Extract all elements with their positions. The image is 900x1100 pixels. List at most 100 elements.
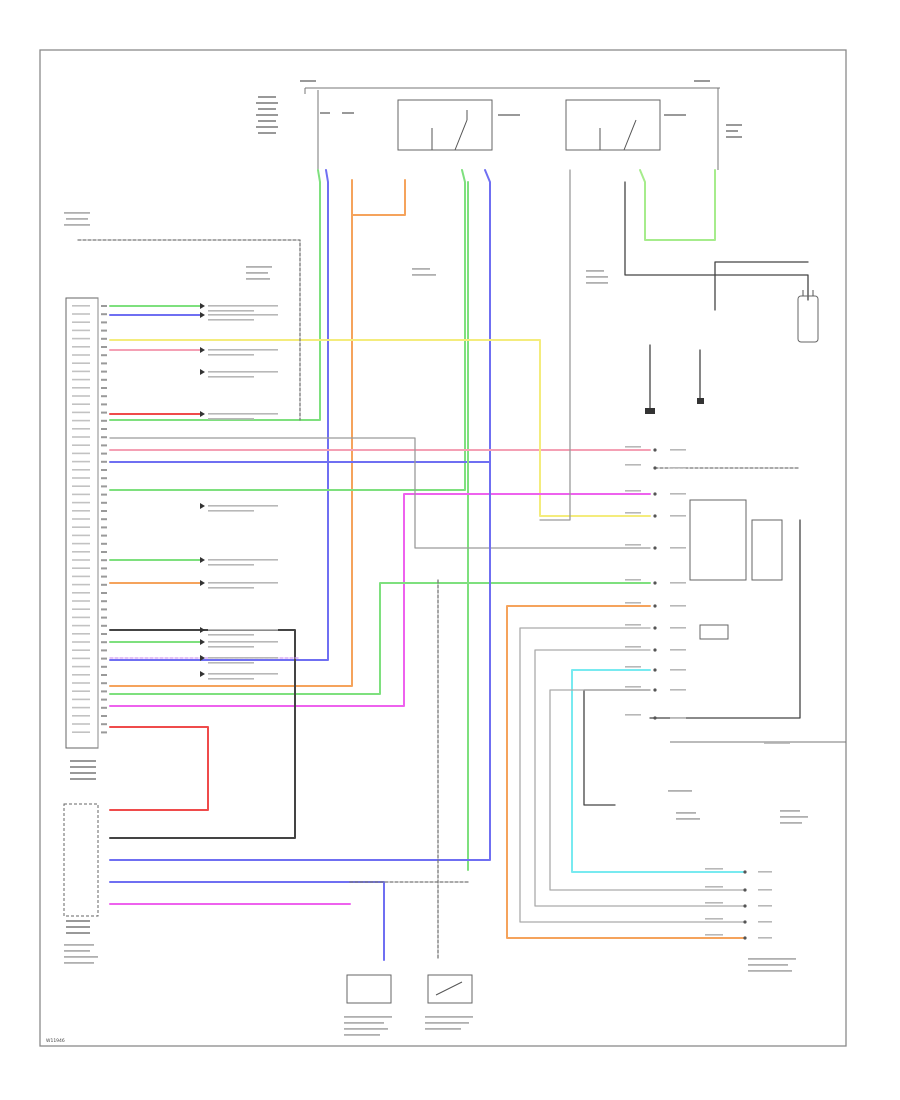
pin-label	[670, 449, 686, 451]
pcm-pin-label	[72, 600, 90, 602]
component-label	[748, 958, 796, 960]
pcm-pin	[101, 526, 107, 529]
right-pin	[653, 448, 657, 452]
destination-label	[208, 559, 278, 561]
arrow-marker-icon	[200, 627, 205, 633]
pcm-pin-label	[72, 485, 90, 487]
pcm-pin-label	[72, 731, 90, 733]
destination-label	[208, 641, 278, 643]
pcm-pin	[101, 354, 107, 357]
pcm-pin-label	[72, 362, 90, 364]
ecm-connector	[63, 803, 99, 934]
wire-color-label	[625, 624, 641, 626]
pcm-pin	[101, 346, 107, 348]
pin-label	[670, 669, 686, 671]
pcm-pin-label	[72, 477, 90, 479]
arrow-marker-icon	[200, 312, 205, 318]
right-pin	[743, 888, 747, 892]
right-connector	[670, 499, 846, 743]
label-ticks	[64, 212, 808, 1036]
pcm-pin-label	[72, 551, 90, 553]
pin-label	[758, 921, 772, 923]
pcm-pin	[101, 518, 107, 521]
pcm-pin-label	[72, 534, 90, 537]
pin-label	[670, 717, 686, 719]
wire-color-label	[625, 579, 641, 581]
component-label	[676, 818, 700, 820]
pcm-pin	[101, 690, 107, 693]
pcm-pin-label	[72, 665, 90, 668]
arrow-marker-icon	[200, 303, 205, 309]
wire-orange-top	[351, 179, 406, 216]
pcm-pin	[101, 477, 107, 480]
component-label	[764, 742, 790, 744]
diagram-id: W11946	[46, 1038, 65, 1044]
pcm-pin	[101, 436, 107, 439]
destination-label	[208, 673, 278, 675]
pcm-pin	[101, 559, 107, 562]
pcm-pin-label	[72, 649, 90, 651]
component-label	[246, 272, 268, 274]
destination-label	[208, 314, 278, 316]
destination-label	[208, 354, 254, 356]
destination-label	[208, 587, 254, 589]
pcm-pin-label	[72, 337, 90, 340]
component-label	[780, 816, 808, 818]
pcm-pin-label	[72, 657, 90, 660]
pcm-pin-label	[72, 419, 90, 422]
component-label	[66, 218, 88, 220]
component-label	[64, 224, 90, 226]
destination-markers	[200, 303, 278, 680]
pin-label	[670, 649, 686, 651]
pcm-pin-label	[72, 395, 90, 397]
pcm-pin	[101, 493, 107, 496]
arrow-marker-icon	[200, 655, 205, 661]
destination-label	[208, 657, 278, 659]
pcm-pin	[101, 682, 107, 685]
wire-color-label	[625, 490, 641, 492]
wire-color-label	[705, 902, 723, 904]
right-pin	[653, 581, 657, 585]
pcm-pin	[101, 715, 107, 717]
component-label	[780, 810, 800, 812]
component-label	[246, 278, 270, 280]
pcm-pin	[101, 411, 107, 414]
wire-magenta	[109, 493, 651, 707]
pin-label	[758, 937, 772, 939]
pcm-pin-label	[72, 493, 90, 496]
wire-black	[109, 629, 296, 839]
pcm-pin-label	[72, 428, 90, 430]
pcm-pin	[101, 501, 107, 504]
arrow-marker-icon	[200, 557, 205, 563]
component-label	[425, 1028, 461, 1030]
component-label	[425, 1022, 469, 1024]
pcm-pin	[101, 624, 107, 627]
destination-label	[208, 413, 278, 415]
component-label	[586, 276, 608, 278]
right-pin	[653, 466, 657, 470]
component-label	[748, 970, 792, 972]
component-label	[412, 274, 436, 276]
wire-grey-1	[109, 437, 651, 549]
wire-color-label	[625, 446, 641, 448]
pcm-pin	[101, 641, 107, 644]
destination-label	[208, 678, 254, 680]
wire-color-label	[625, 714, 641, 716]
pcm-pin-label	[72, 592, 90, 594]
destination-label	[208, 349, 278, 351]
battery-icon	[797, 290, 819, 343]
right-pin	[653, 688, 657, 692]
pin-label	[670, 493, 686, 495]
wire-color-label	[625, 602, 641, 604]
wire-color-label	[625, 666, 641, 668]
component-label	[780, 822, 802, 824]
component-label	[668, 790, 692, 792]
pcm-pin-label	[72, 346, 90, 348]
right-pin	[653, 626, 657, 630]
pcm-pin-label	[72, 567, 90, 569]
pcm-pin	[101, 534, 107, 537]
pcm-pin	[101, 370, 107, 373]
pcm-pin	[101, 731, 107, 734]
wires	[77, 169, 809, 961]
component-label	[64, 212, 90, 214]
